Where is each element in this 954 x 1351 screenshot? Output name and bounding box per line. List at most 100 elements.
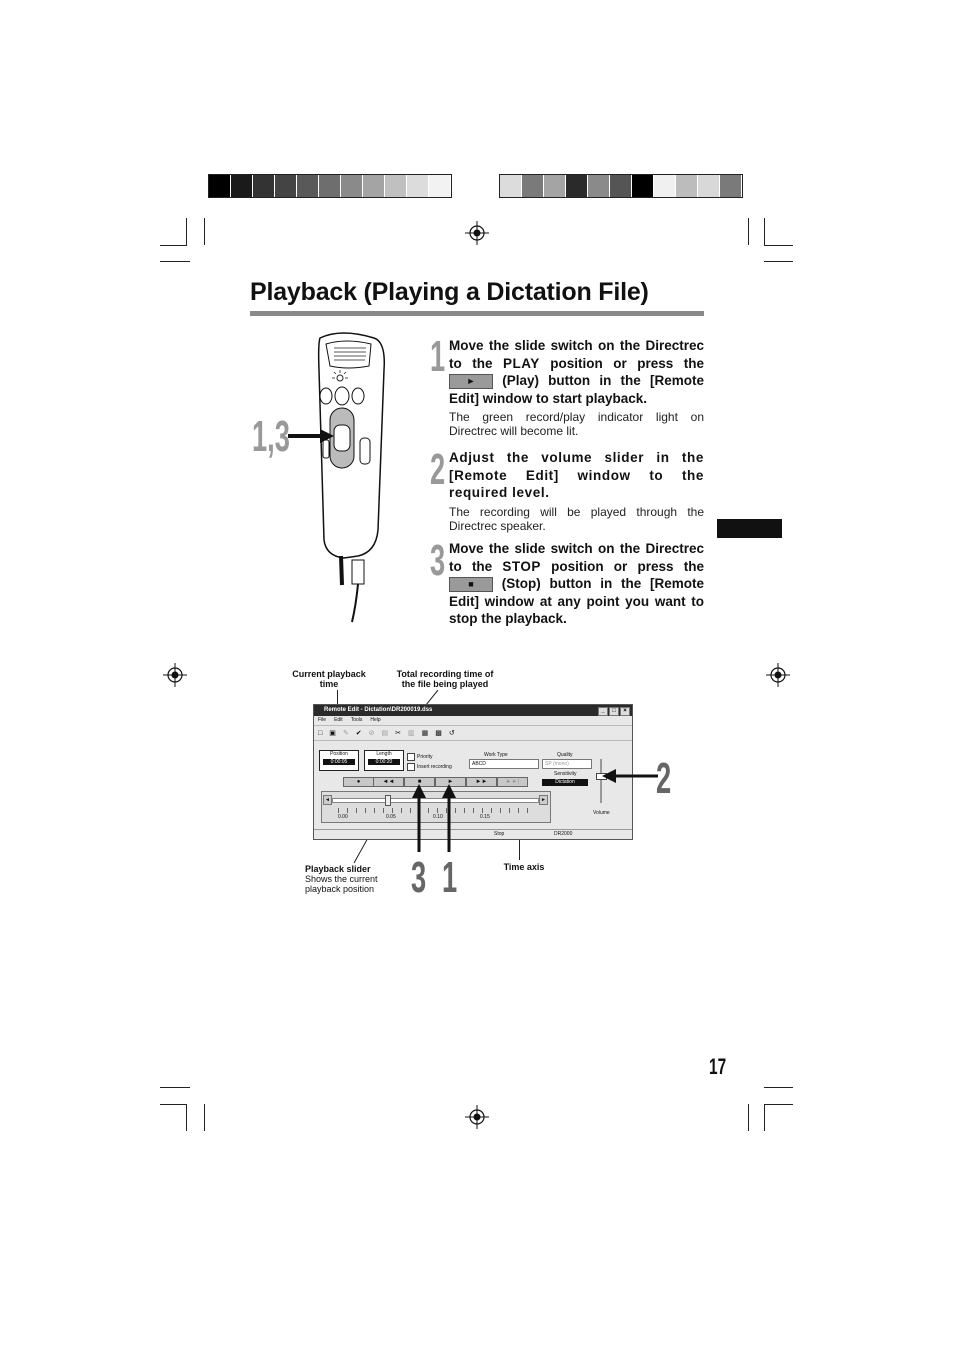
new-file-icon[interactable]: □ [318, 729, 323, 737]
sensitivity-value[interactable]: Dictation [542, 779, 588, 786]
color-swatch [231, 175, 253, 197]
registration-mark-icon [465, 221, 489, 245]
color-swatch [319, 175, 341, 197]
tool-icon[interactable]: ✎ [342, 730, 349, 737]
playback-slider-bar [332, 798, 539, 803]
length-display: Length 0:00:20 [364, 750, 404, 771]
maximize-button[interactable]: □ [609, 707, 619, 716]
crop-mark [160, 1087, 190, 1088]
skip-end-button[interactable]: ►►| [497, 777, 528, 787]
priority-checkbox[interactable]: Priority [407, 753, 433, 761]
color-swatch [544, 175, 566, 197]
color-swatch [698, 175, 720, 197]
record-button[interactable]: ● [343, 777, 374, 787]
color-swatch [429, 175, 451, 197]
status-bar: Stop DR2000 [314, 829, 632, 839]
menu-tools[interactable]: Tools [350, 717, 363, 723]
color-swatch [654, 175, 676, 197]
arrow-up-play-icon [442, 784, 456, 852]
crop-mark [748, 218, 749, 245]
step-number-1: 1 [430, 332, 446, 381]
insert-recording-checkbox[interactable]: Insert recording [407, 763, 452, 771]
fast-forward-button[interactable]: ►► [466, 777, 497, 787]
playback-slider-thumb[interactable] [385, 795, 391, 806]
rewind-button[interactable]: ◄◄ [373, 777, 404, 787]
device-step-label: 1,3 [252, 412, 290, 461]
play-button-icon: ► [449, 373, 493, 389]
crop-mark [160, 1104, 187, 1105]
step-1: Move the slide switch on the Directrec t… [449, 337, 704, 438]
menu-bar: File Edit Tools Help [314, 716, 632, 725]
time-axis-ticks [338, 808, 528, 813]
quality-select[interactable]: SP (mono) [542, 759, 592, 769]
paste-icon[interactable]: ▥ [407, 730, 415, 737]
callout-time-axis: Time axis [503, 862, 545, 872]
menu-edit[interactable]: Edit [334, 717, 343, 723]
color-swatch [341, 175, 363, 197]
callout-total-recording-time: Total recording time of the file being p… [396, 669, 494, 689]
crop-mark [748, 1104, 749, 1131]
volume-slider-track [600, 759, 602, 803]
scroll-left-icon[interactable]: ◄ [323, 795, 332, 805]
properties-icon[interactable]: ▦ [421, 730, 429, 737]
transfer-icon[interactable]: ▩ [435, 730, 442, 737]
stop-button-icon: ■ [449, 576, 493, 592]
color-swatch [720, 175, 742, 197]
index-icon[interactable]: ▤ [381, 730, 389, 737]
check-icon[interactable]: ✔ [355, 730, 362, 737]
registration-mark-icon [163, 663, 187, 687]
page-title: Playback (Playing a Dictation File) [250, 278, 649, 306]
color-swatch-bar-left [208, 174, 452, 198]
step-2-instruction: Adjust the volume slider in the [Remote … [449, 450, 704, 500]
color-swatch [209, 175, 231, 197]
crop-mark [764, 245, 793, 246]
crop-mark [186, 218, 187, 245]
close-button[interactable]: × [620, 707, 630, 716]
step-3: Move the slide switch on the Directrec t… [449, 540, 704, 628]
remote-edit-window: Remote Edit - Dictation\DR200019.dss _ □… [313, 704, 633, 840]
color-swatch [522, 175, 544, 197]
crop-mark [204, 1104, 205, 1131]
toolbar: □ ▣ ✎ ✔ ⊘ ▤ ✂ ▥ ▦ ▩ ↺ [314, 725, 632, 741]
play-button[interactable]: ► [435, 777, 466, 787]
registration-mark-icon [465, 1105, 489, 1129]
playback-slider-track [321, 791, 551, 823]
tick-label: 0.15 [480, 814, 490, 820]
crop-mark [764, 1104, 793, 1105]
save-icon[interactable]: ▣ [329, 730, 336, 737]
callout-playback-slider: Playback slider Shows the current playba… [305, 864, 378, 894]
step-number-2: 2 [430, 445, 446, 494]
window-title: Remote Edit - Dictation\DR200019.dss [324, 707, 433, 713]
step-1-note: The green record/play indicator light on… [449, 410, 704, 438]
step-1-instruction: Move the slide switch on the Directrec t… [449, 338, 704, 406]
cancel-icon[interactable]: ⊘ [368, 730, 375, 737]
arrow-left-volume-icon [602, 769, 658, 783]
volume-label: Volume [593, 810, 610, 816]
menu-help[interactable]: Help [370, 717, 381, 723]
crop-mark [186, 1104, 187, 1131]
minimize-button[interactable]: _ [598, 707, 608, 716]
status-state: Stop [494, 831, 505, 837]
crop-mark [160, 245, 187, 246]
tick-label: 0.00 [338, 814, 348, 820]
work-type-select[interactable]: ABCD [469, 759, 539, 769]
stop-keyword: STOP [502, 558, 541, 574]
color-swatch-bar-right [499, 174, 743, 198]
crop-mark [204, 218, 205, 245]
tick-label: 0.10 [433, 814, 443, 820]
section-tab [717, 519, 782, 538]
color-swatch [500, 175, 522, 197]
status-model: DR2000 [554, 831, 573, 837]
crop-mark [764, 218, 765, 245]
position-value: 0:00:05 [323, 759, 355, 765]
crop-mark [160, 261, 190, 262]
quality-label: Quality [557, 752, 573, 758]
cut-icon[interactable]: ✂ [395, 730, 401, 737]
title-underline [250, 311, 704, 316]
step-3-instruction: Move the slide switch on the Directrec t… [449, 541, 704, 626]
length-value: 0:00:20 [368, 759, 400, 765]
menu-file[interactable]: File [318, 717, 327, 723]
scroll-right-icon[interactable]: ► [539, 795, 548, 805]
color-swatch [566, 175, 588, 197]
undo-icon[interactable]: ↺ [448, 730, 455, 737]
